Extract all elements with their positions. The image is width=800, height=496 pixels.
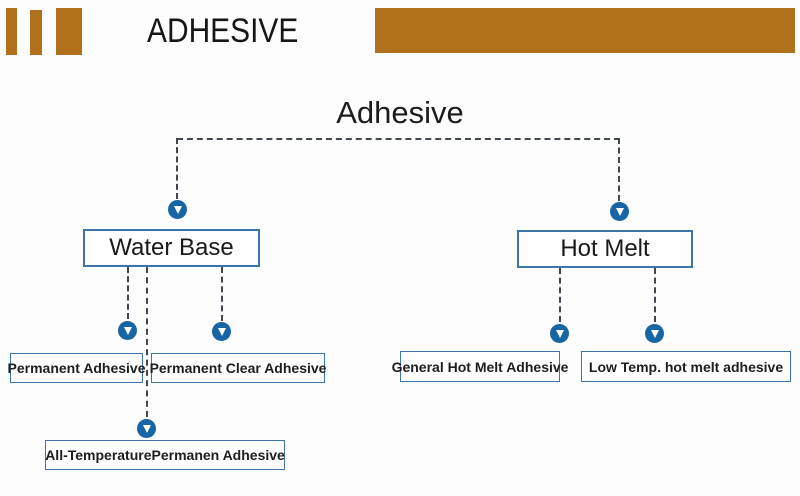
header-accent-bar-right (375, 8, 795, 53)
down-arrow-glyph (555, 330, 564, 338)
connector-water-base-to-permanent-clear (221, 267, 223, 321)
header-accent-bar-2 (30, 10, 42, 55)
header-accent-bar-1 (6, 8, 17, 55)
node-water-base: Water Base (83, 229, 260, 267)
connector-water-base-to-permanent (127, 267, 129, 319)
node-low-temp-hot-melt-adhesive: Low Temp. hot melt adhesive (581, 351, 791, 382)
down-arrow-glyph (650, 330, 659, 338)
connector-hot-melt-to-low-temp (654, 268, 656, 322)
down-arrow-icon (645, 324, 664, 343)
down-arrow-icon (550, 324, 569, 343)
node-all-temperature-permanent-adhesive: All-TemperaturePermanen Adhesive (45, 440, 285, 470)
down-arrow-glyph (173, 206, 182, 214)
down-arrow-icon (137, 419, 156, 438)
down-arrow-icon (610, 202, 629, 221)
node-hot-melt: Hot Melt (517, 230, 693, 268)
down-arrow-icon (212, 322, 231, 341)
down-arrow-glyph (217, 328, 226, 336)
connector-hot-melt-to-general (559, 268, 561, 322)
connector-water-base-to-all-temperature (146, 267, 148, 417)
node-permanent-clear-adhesive: Permanent Clear Adhesive (150, 353, 326, 383)
connector-root-to-hot-melt (618, 138, 620, 201)
node-permanent-adhesive: Permanent Adhesive (8, 353, 146, 383)
down-arrow-glyph (615, 208, 624, 216)
diagram-root-label: Adhesive (336, 95, 464, 130)
connector-root-to-water-base (176, 138, 178, 199)
down-arrow-icon (118, 321, 137, 340)
down-arrow-icon (168, 200, 187, 219)
down-arrow-glyph (142, 425, 151, 433)
connector-root-horizontal (177, 138, 620, 140)
node-general-hot-melt-adhesive: General Hot Melt Adhesive (392, 351, 568, 382)
down-arrow-glyph (123, 327, 132, 335)
page-title: ADHESIVE (147, 12, 299, 50)
header-accent-bar-3 (56, 8, 82, 55)
